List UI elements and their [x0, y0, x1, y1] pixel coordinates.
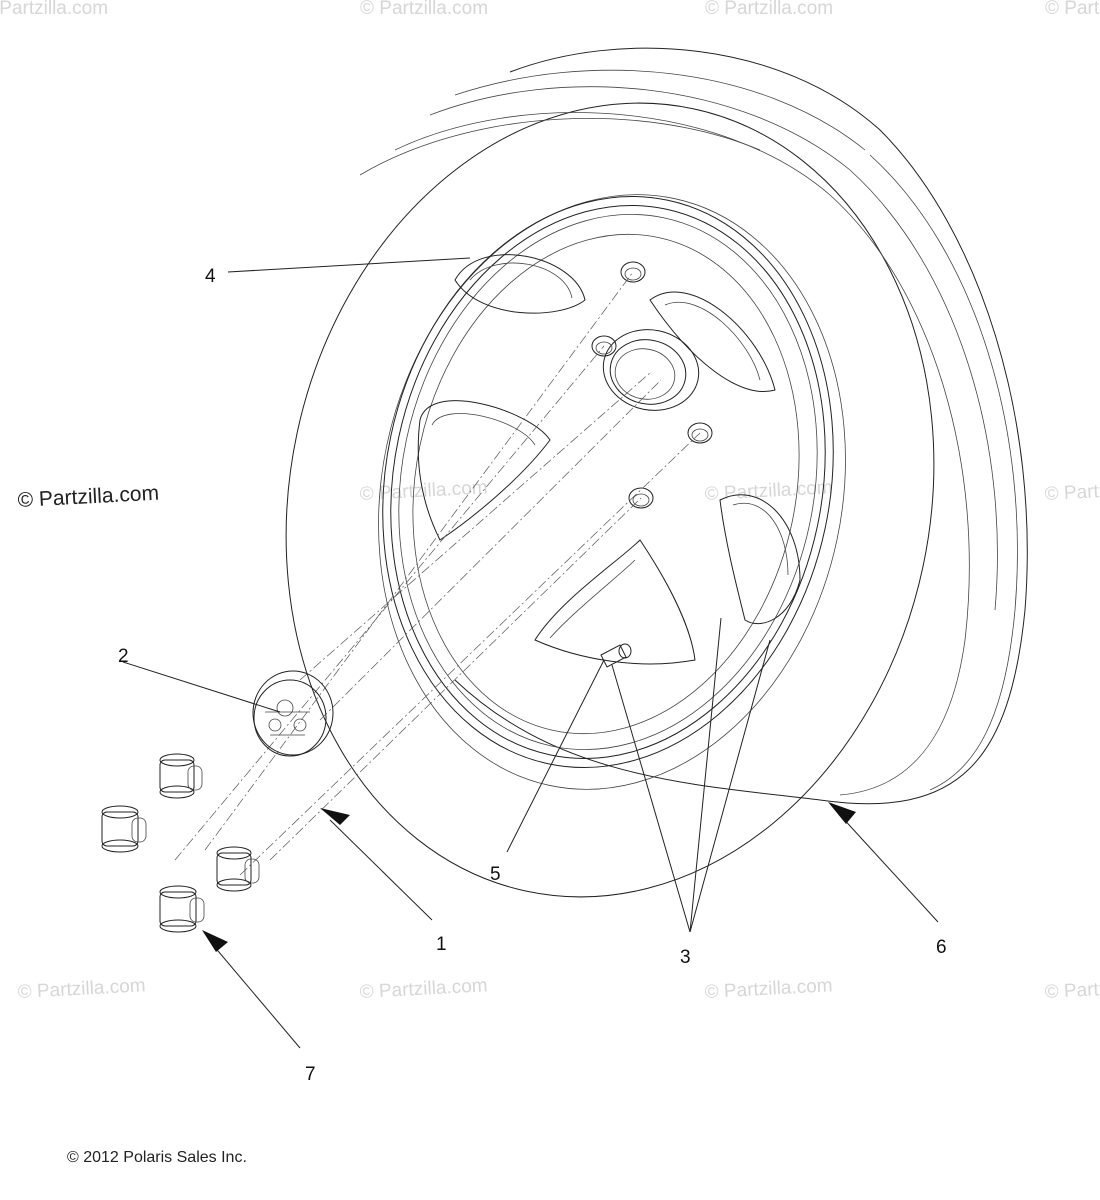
callout-3: 3 [680, 947, 691, 968]
watermark-text: © Partzilla.com [360, 0, 488, 19]
callout-5: 5 [490, 864, 501, 885]
callouts: 4 2 1 5 3 6 7 [118, 266, 947, 1085]
watermark-text: © Partzilla.com [359, 477, 488, 505]
watermark-text: © Partzilla.com [0, 0, 108, 19]
watermark-text: © Partzilla.com [1045, 0, 1100, 19]
callout-1: 1 [436, 934, 447, 955]
callout-7: 7 [305, 1064, 316, 1085]
callout-2: 2 [118, 646, 129, 667]
copyright-notice: © 2012 Polaris Sales Inc. [67, 1149, 247, 1166]
callout-6: 6 [936, 937, 947, 958]
watermark-text: © Partzilla.com [17, 975, 146, 1003]
callout-4: 4 [205, 266, 216, 287]
wheel-rim [382, 196, 834, 768]
lug-nut [159, 753, 203, 799]
watermark-text: © Partzilla.com [704, 975, 833, 1003]
watermark-text: © Partzilla.com [705, 0, 833, 19]
valve-stem [600, 643, 632, 668]
lug-nut [216, 846, 260, 892]
watermark-text: © Partzilla.com [1044, 477, 1100, 505]
lug-nut [159, 885, 205, 933]
watermark-text: © Partzilla.com [1044, 975, 1100, 1003]
assembly-centerlines [174, 271, 701, 876]
lug-nut [101, 805, 147, 853]
center-cap [252, 670, 334, 757]
watermark-text: © Partzilla.com [359, 975, 488, 1003]
background-watermarks: © Partzilla.com © Partzilla.com © Partzi… [0, 0, 1100, 1003]
partzilla-watermark: © Partzilla.com [17, 482, 160, 512]
tire [285, 47, 1028, 898]
leader-lines [122, 257, 939, 1049]
